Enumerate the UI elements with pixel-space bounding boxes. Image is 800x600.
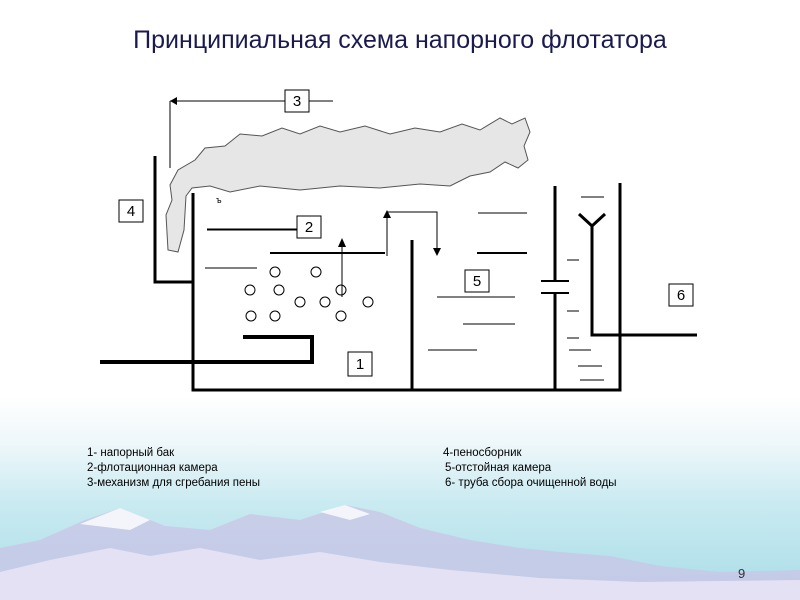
label-box-2: 2 — [296, 215, 322, 239]
inlet-pipe — [100, 335, 314, 364]
label-box-5: 5 — [464, 269, 490, 293]
svg-text:2: 2 — [305, 219, 313, 236]
svg-text:1: 1 — [356, 356, 364, 373]
pipe-funnel — [577, 212, 607, 229]
legend-item-6: 6- труба сбора очищенной воды — [445, 477, 617, 489]
page-number: 9 — [738, 566, 746, 581]
svg-text:4: 4 — [127, 203, 135, 220]
label-box-3: 3 — [284, 89, 310, 113]
small-mark: ъ — [216, 195, 222, 205]
legend-item-1: 1- напорный бак — [87, 447, 175, 459]
tank-outline — [191, 183, 622, 392]
legend-item-2: 2-флотационная камера — [87, 462, 218, 474]
legend-item-5: 5-отстойная камера — [445, 462, 552, 474]
foam-layer — [165, 117, 531, 253]
legend-item-4: 4-пеносборник — [443, 447, 522, 459]
label-box-6: 6 — [668, 283, 694, 307]
svg-text:6: 6 — [677, 287, 685, 304]
clean-water-pipe — [590, 225, 697, 337]
label-box-1: 1 — [347, 351, 373, 377]
foam-collector — [153, 156, 193, 284]
svg-text:5: 5 — [473, 273, 481, 290]
label-box-4: 4 — [118, 199, 144, 223]
page-title: Принципиальная схема напорного флотатора — [133, 26, 667, 54]
svg-text:3: 3 — [293, 93, 301, 110]
legend-item-3: 3-механизм для сгребания пены — [87, 477, 261, 489]
